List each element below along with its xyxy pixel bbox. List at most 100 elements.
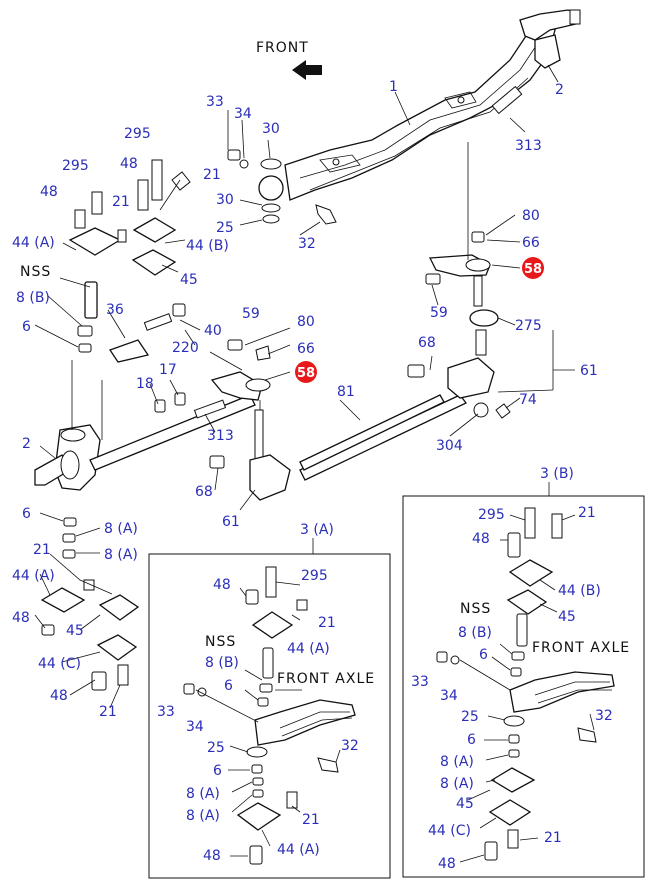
part-label: 68	[195, 484, 213, 500]
part-label: 48	[12, 610, 30, 626]
part-label: 44 (B)	[558, 583, 601, 599]
part-label: 8 (A)	[104, 521, 138, 537]
part-label: 2	[555, 82, 564, 98]
inset-a-parts	[183, 566, 356, 865]
part-label: 40	[204, 323, 222, 339]
part-label: 34	[234, 106, 252, 122]
part-label: 6	[479, 647, 488, 663]
part-label: 21	[578, 505, 596, 521]
front-direction-label: FRONT	[256, 40, 309, 56]
part-label: 45	[558, 609, 576, 625]
part-label: 18	[136, 376, 154, 392]
part-label: 32	[595, 708, 613, 724]
callout-58-center: 58	[295, 361, 317, 383]
inset-a-frame	[148, 553, 391, 879]
part-label: 59	[430, 305, 448, 321]
inset-a-labels: 48 295 21 44 (A) NSS 8 (B) 6 33 34 25 32…	[157, 568, 359, 864]
part-label: 21	[33, 542, 51, 558]
front-arrow-icon	[292, 60, 322, 80]
part-label: 45	[66, 623, 84, 639]
part-label: 25	[216, 220, 234, 236]
part-label: 8 (B)	[16, 290, 50, 306]
part-label: 33	[206, 94, 224, 110]
part-label: 21	[544, 830, 562, 846]
part-labels: 1 2 313 33 34 30 30 25 32 295 48 21 44 (…	[12, 79, 598, 720]
part-label: 48	[203, 848, 221, 864]
part-label: NSS	[20, 264, 51, 280]
part-label: 25	[461, 709, 479, 725]
part-label: 8 (B)	[458, 625, 492, 641]
part-label: 8 (A)	[186, 786, 220, 802]
part-label: 68	[418, 335, 436, 351]
part-label: 313	[515, 138, 542, 154]
part-label: 1	[389, 79, 398, 95]
part-label: 48	[438, 856, 456, 872]
part-label: 32	[298, 236, 316, 252]
right-steering-parts	[227, 85, 523, 419]
part-label: NSS	[205, 634, 236, 650]
part-label: 8 (A)	[186, 808, 220, 824]
part-label: 2	[22, 436, 31, 452]
part-label: 48	[50, 688, 68, 704]
part-label: 48	[120, 156, 138, 172]
callout-58-right-text: 58	[524, 262, 542, 277]
part-label: 295	[62, 158, 89, 174]
part-label: 21	[318, 615, 336, 631]
part-label: 44 (C)	[38, 656, 81, 672]
left-knuckle	[34, 424, 101, 491]
part-label: 295	[478, 507, 505, 523]
part-label: 32	[341, 738, 359, 754]
part-label: 80	[297, 314, 315, 330]
leader-lines	[34, 64, 575, 709]
part-label: 8 (A)	[104, 547, 138, 563]
part-label: 6	[467, 732, 476, 748]
part-label: 48	[472, 531, 490, 547]
inset-b-labels: 295 21 48 44 (B) NSS 45 8 (B) 6 33 34 25…	[411, 505, 613, 872]
part-label: 275	[515, 318, 542, 334]
part-label: 45	[456, 796, 474, 812]
part-label: 21	[112, 194, 130, 210]
part-label: 34	[440, 688, 458, 704]
part-label: 33	[157, 704, 175, 720]
inset-a-axle-label: FRONT AXLE	[277, 671, 375, 687]
part-label: 6	[22, 506, 31, 522]
center-parts	[193, 339, 291, 501]
part-label: 295	[301, 568, 328, 584]
part-label: 25	[207, 740, 225, 756]
part-label: 66	[522, 235, 540, 251]
part-label: 304	[436, 438, 463, 454]
part-label: 66	[297, 341, 315, 357]
part-label: 33	[411, 674, 429, 690]
part-label: 30	[216, 192, 234, 208]
part-label: 295	[124, 126, 151, 142]
part-label: 44 (A)	[12, 568, 55, 584]
part-label: 6	[22, 319, 31, 335]
part-label: 74	[519, 392, 537, 408]
inset-b-frame	[402, 495, 645, 878]
part-label: NSS	[460, 601, 491, 617]
part-label: 21	[302, 812, 320, 828]
axle-beam	[284, 19, 556, 201]
inset-a-title: 3 (A)	[300, 522, 334, 538]
part-label: 59	[242, 306, 260, 322]
part-label: 45	[180, 272, 198, 288]
part-label: 8 (A)	[440, 754, 474, 770]
part-label: 34	[186, 719, 204, 735]
part-label: 61	[222, 514, 240, 530]
part-label: 17	[159, 362, 177, 378]
tie-rod	[89, 394, 467, 481]
part-label: 36	[106, 302, 124, 318]
part-label: 81	[337, 384, 355, 400]
part-label: 21	[99, 704, 117, 720]
part-label: 8 (B)	[205, 655, 239, 671]
part-label: 44 (B)	[186, 238, 229, 254]
part-label: 6	[213, 763, 222, 779]
part-label: 44 (A)	[287, 641, 330, 657]
part-label: 21	[203, 167, 221, 183]
part-label: 220	[172, 340, 199, 356]
part-label: 80	[522, 208, 540, 224]
part-label: 44 (C)	[428, 823, 471, 839]
part-label: 8 (A)	[440, 776, 474, 792]
part-label: 313	[207, 428, 234, 444]
